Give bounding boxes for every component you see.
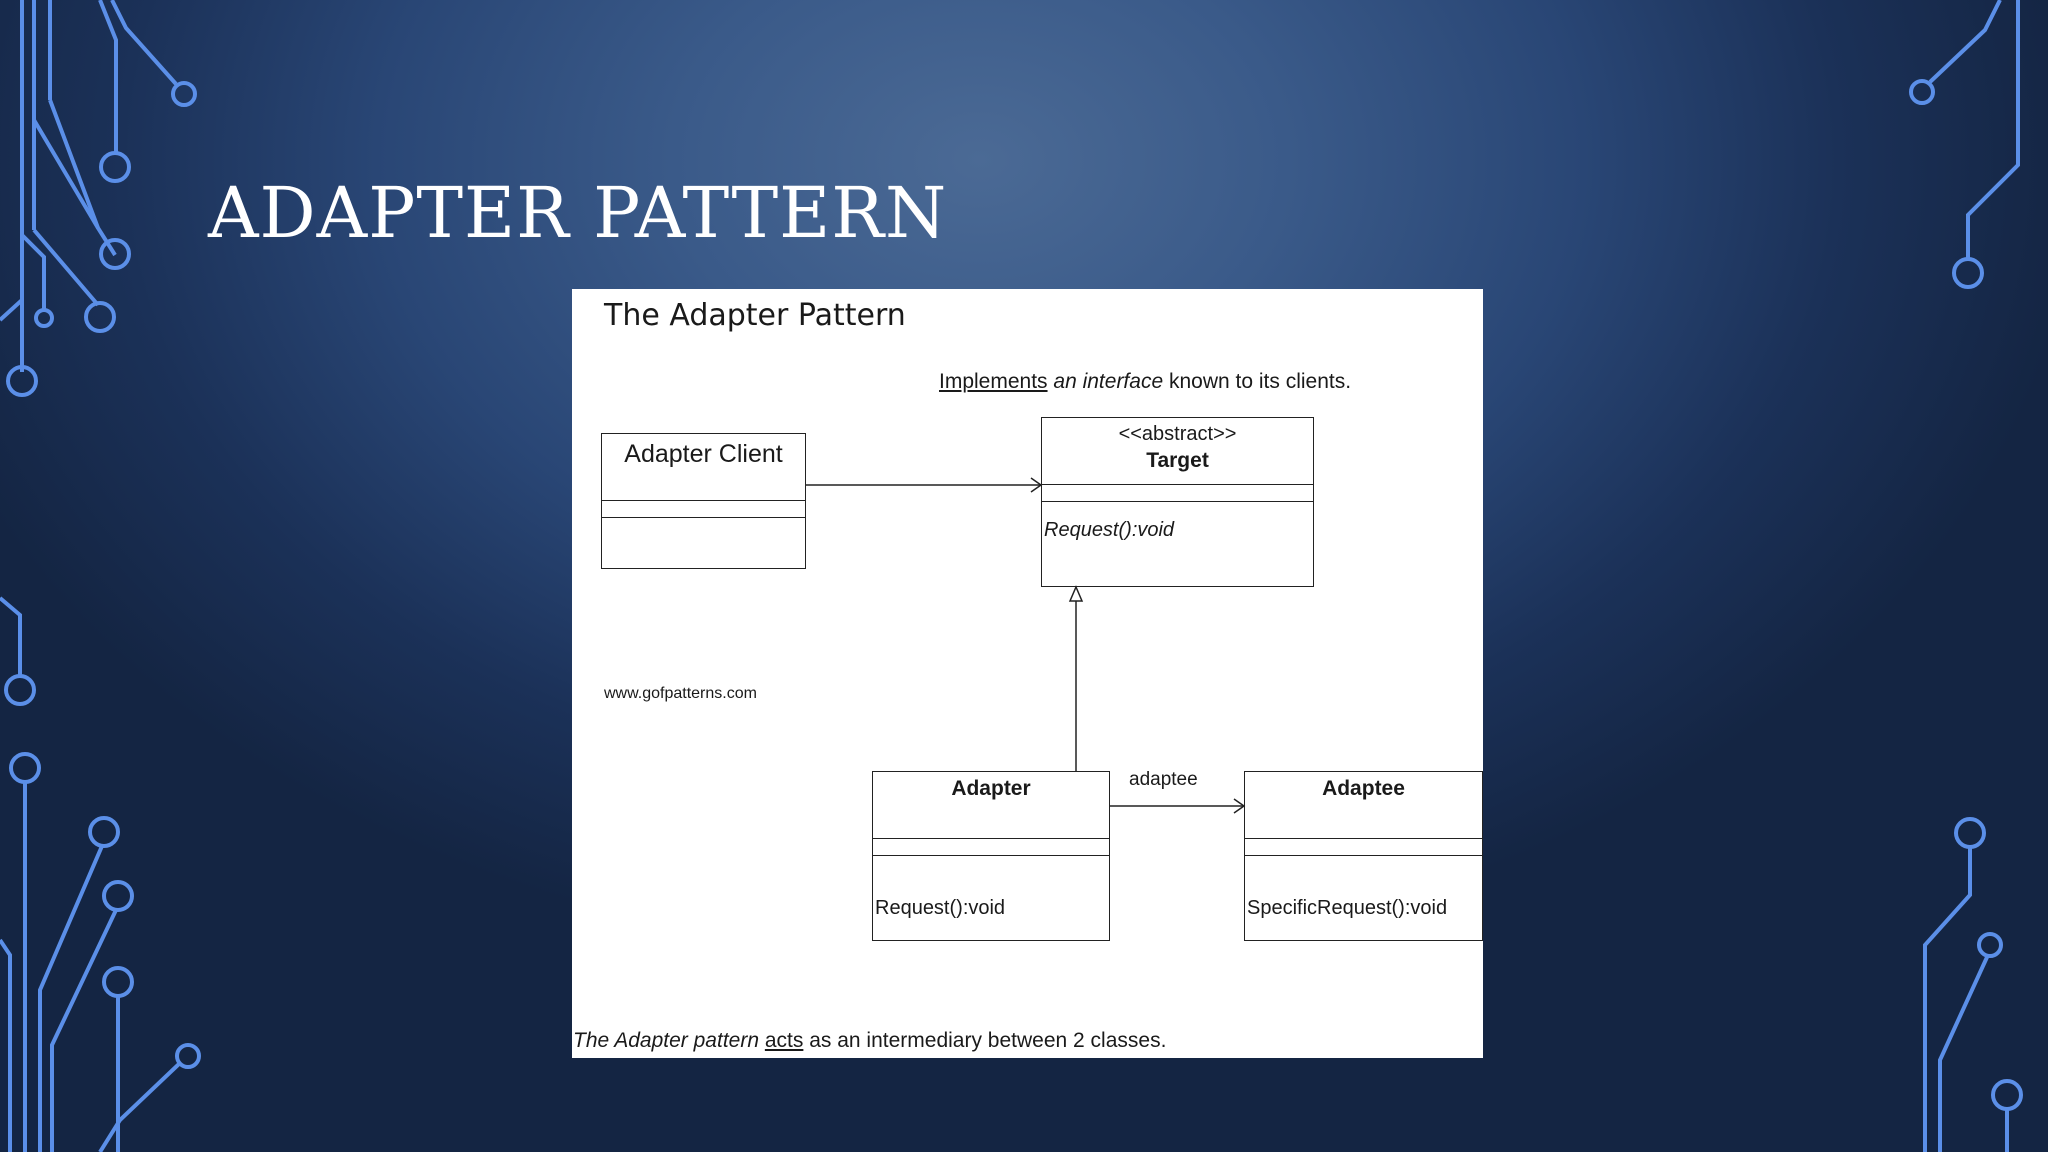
class-divider [1042,484,1313,485]
target-name: Target [1146,449,1209,472]
class-divider [602,500,805,501]
slide-title: ADAPTER PATTERN [208,172,948,254]
adapter-method: Request():void [875,897,1006,919]
adaptee-method: SpecificRequest():void [1247,897,1448,919]
caption-rest: as an intermediary between 2 classes. [809,1029,1167,1052]
class-divider [1245,838,1482,839]
description-interface: an interface [1053,370,1164,393]
target-stereotype: <<abstract>> [1118,423,1237,445]
diagram-caption: The Adapter pattern acts as an intermedi… [573,1030,1166,1051]
adapter-name: Adapter [951,777,1031,800]
adaptee-name: Adaptee [1322,777,1405,800]
adapter-class: Adapter Request():void [872,771,1110,941]
class-divider [1042,501,1313,502]
diagram-connectors [806,477,1246,814]
class-divider [873,855,1109,856]
adapter-adaptee-arrowhead [1233,798,1246,814]
adapter-client-class: Adapter Client [601,433,806,569]
class-divider [1245,855,1482,856]
uml-diagram: The Adapter Pattern Implements an interf… [572,289,1483,1058]
target-class: <<abstract>> Target Request():void [1041,417,1314,587]
class-divider [602,517,805,518]
description-implements: Implements [939,370,1048,393]
adaptee-class: Adaptee SpecificRequest():void [1244,771,1483,941]
target-method: Request():void [1044,519,1175,541]
association-label: adaptee [1129,769,1198,790]
adapter-client-name: Adapter Client [624,440,783,468]
diagram-description: Implements an interface known to its cli… [939,371,1351,392]
generalization-triangle [1068,585,1084,602]
client-target-arrowhead [1030,477,1043,493]
diagram-heading: The Adapter Pattern [604,298,906,333]
class-divider [873,838,1109,839]
description-rest: known to its clients. [1168,370,1352,393]
caption-subject: The Adapter pattern [573,1029,760,1052]
caption-verb: acts [764,1029,804,1052]
watermark: www.gofpatterns.com [604,685,757,702]
